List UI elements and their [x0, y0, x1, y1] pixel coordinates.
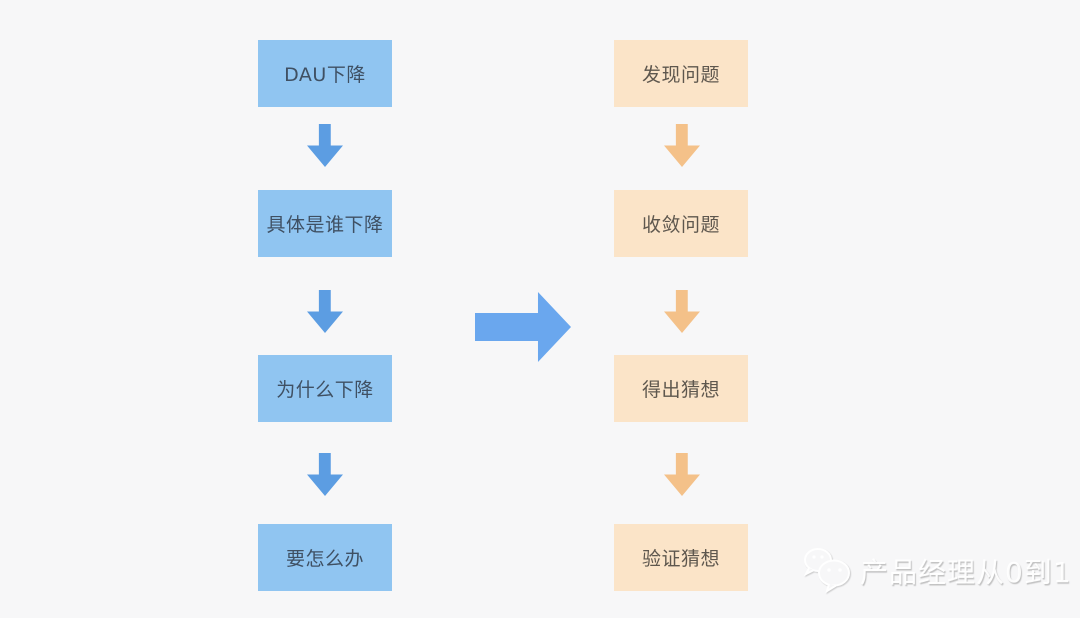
down-arrow-icon — [664, 290, 700, 333]
watermark: 产品经理从0到1 — [803, 546, 1072, 596]
down-arrow-icon — [307, 453, 343, 496]
flow-step-box-who-declined: 具体是谁下降 — [258, 190, 392, 257]
flow-step-box-why-declined: 为什么下降 — [258, 355, 392, 422]
flow-step-box-converge-problem: 收敛问题 — [614, 190, 748, 257]
flow-step-box-what-to-do: 要怎么办 — [258, 524, 392, 591]
flow-step-box-form-hypothesis: 得出猜想 — [614, 355, 748, 422]
down-arrow-icon — [664, 124, 700, 167]
flow-step-box-dau-decline: DAU下降 — [258, 40, 392, 107]
flow-step-box-verify-hypothesis: 验证猜想 — [614, 524, 748, 591]
down-arrow-icon — [664, 453, 700, 496]
wechat-icon — [803, 548, 850, 594]
flow-step-box-discover-problem: 发现问题 — [614, 40, 748, 107]
right-arrow-icon — [475, 292, 571, 362]
down-arrow-icon — [307, 290, 343, 333]
down-arrow-icon — [307, 124, 343, 167]
watermark-text: 产品经理从0到1 — [860, 556, 1072, 589]
